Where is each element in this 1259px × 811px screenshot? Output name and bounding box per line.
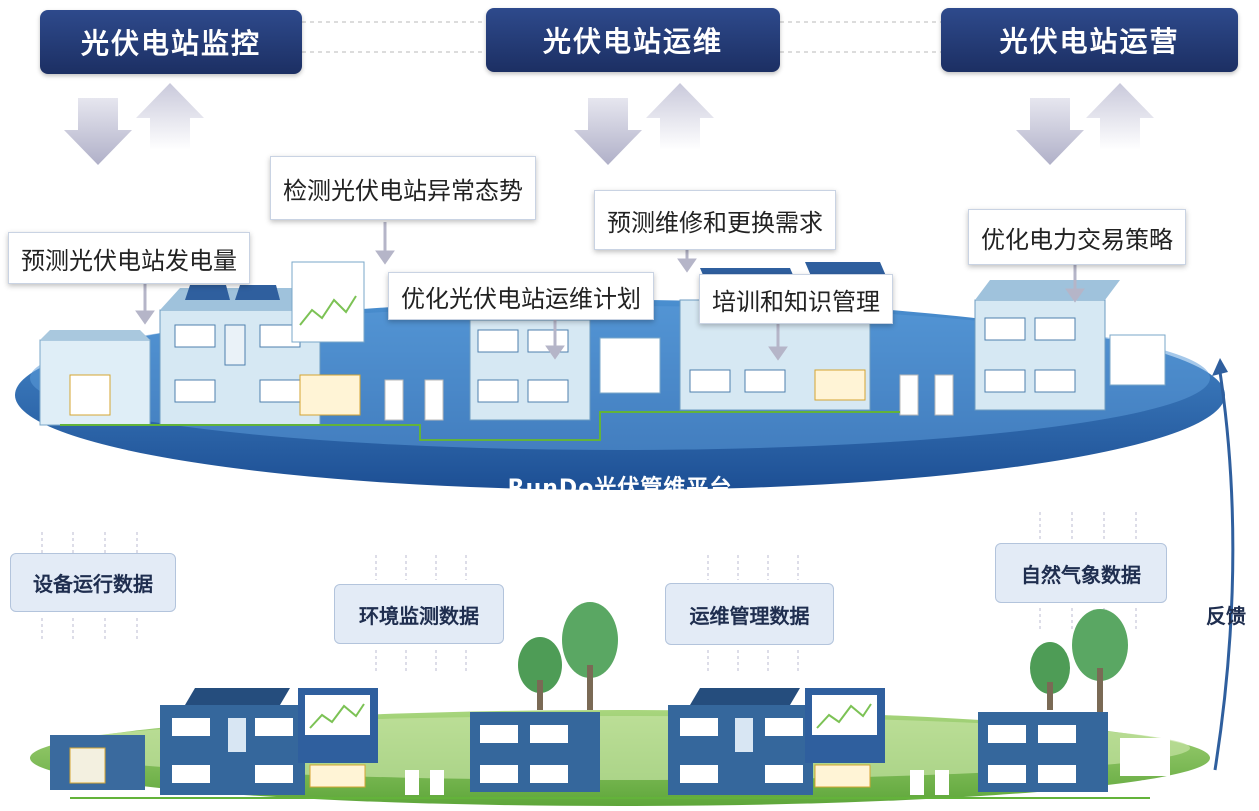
data-upload-arrows [41, 512, 1137, 672]
data-equipment: 设备运行数据 [10, 553, 176, 612]
callout-pointers [135, 222, 1085, 361]
callout-repair-forecast: 预测维修和更换需求 [594, 190, 836, 250]
data-environment: 环境监测数据 [334, 584, 504, 644]
exchange-arrows [64, 83, 1154, 165]
maintenance-exchange-arrows [574, 83, 714, 165]
lower-station-buildings [50, 688, 1170, 799]
header-connectors [302, 21, 942, 53]
data-om: 运维管理数据 [665, 583, 834, 645]
feedback-arrow [1212, 358, 1235, 771]
monitor-exchange-arrows [64, 83, 204, 165]
callout-anomaly-detection: 检测光伏电站异常态势 [270, 156, 536, 220]
callout-power-forecast: 预测光伏电站发电量 [8, 232, 250, 284]
platform-name: RunDo光伏管维平台 [507, 476, 733, 501]
header-maintenance: 光伏电站运维 [486, 8, 780, 72]
header-monitor: 光伏电站监控 [40, 10, 302, 74]
callout-om-plan: 优化光伏电站运维计划 [388, 272, 654, 320]
data-weather: 自然气象数据 [995, 543, 1167, 603]
operation-exchange-arrows [1016, 83, 1154, 165]
upper-station-buildings [39, 261, 1166, 441]
callout-trading-strategy: 优化电力交易策略 [968, 209, 1186, 265]
trees [518, 602, 1128, 713]
callout-training: 培训和知识管理 [699, 274, 893, 324]
feedback-label: 反馈 [1206, 604, 1246, 628]
header-operation: 光伏电站运营 [941, 8, 1238, 72]
